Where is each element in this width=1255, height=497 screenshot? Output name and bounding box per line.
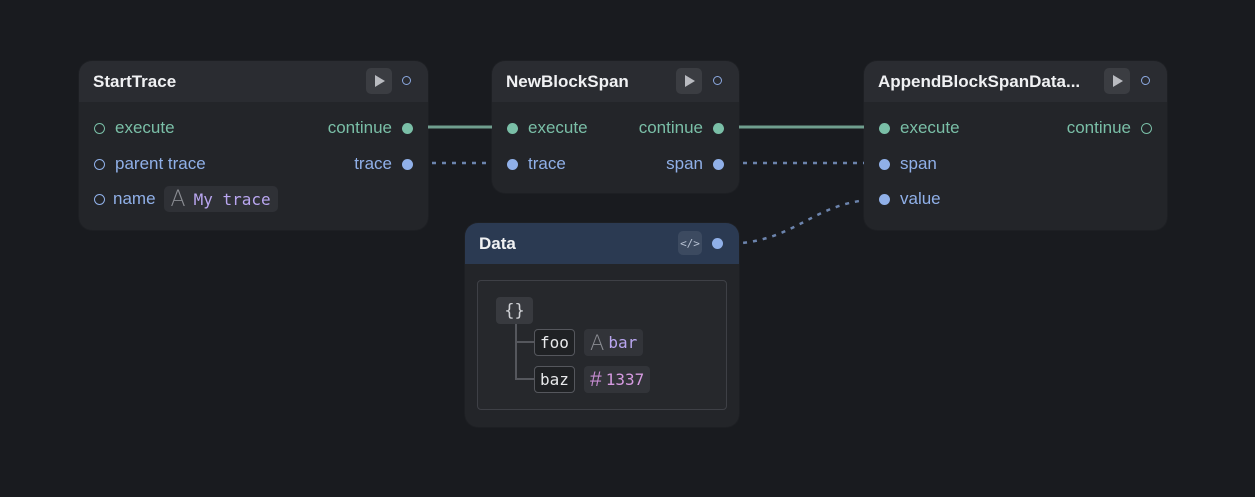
json-editor[interactable]: {} foo A bar baz # 1337 — [477, 280, 727, 410]
header-port[interactable] — [1141, 76, 1150, 85]
execute-input-label: execute — [528, 118, 588, 137]
execute-input-port[interactable] — [879, 122, 890, 134]
node-header[interactable]: Data </> — [465, 223, 739, 264]
header-port[interactable] — [713, 76, 722, 85]
span-output-port[interactable] — [713, 158, 724, 170]
continue-output-port[interactable] — [402, 122, 413, 134]
number-icon: # — [590, 367, 602, 391]
port-row: execute continue — [864, 116, 1167, 140]
port-row: execute continue — [492, 116, 739, 140]
node-title: NewBlockSpan — [506, 71, 629, 91]
node-header[interactable]: AppendBlockSpanData... — [864, 61, 1167, 102]
string-icon: A — [590, 330, 605, 355]
play-icon — [685, 75, 695, 87]
continue-output-label: continue — [327, 118, 392, 137]
start-trace-node[interactable]: StartTrace execute continue parent trace… — [79, 61, 428, 230]
node-title: StartTrace — [93, 71, 177, 91]
port-row: name A My trace — [79, 186, 428, 212]
tree-line — [515, 378, 534, 380]
parent-trace-input-port[interactable] — [94, 158, 105, 170]
trace-output-port[interactable] — [402, 158, 413, 170]
play-icon — [375, 75, 385, 87]
json-value-baz[interactable]: # 1337 — [584, 366, 651, 393]
continue-output-port[interactable] — [1141, 122, 1152, 134]
header-port[interactable] — [402, 76, 411, 85]
new-block-span-node[interactable]: NewBlockSpan execute continue trace span — [492, 61, 739, 193]
run-button[interactable] — [366, 68, 392, 94]
continue-output-label: continue — [638, 118, 703, 137]
json-value-number: 1337 — [605, 370, 645, 389]
span-output-label: span — [666, 154, 703, 173]
run-button[interactable] — [1104, 68, 1130, 94]
name-string-input[interactable]: A My trace — [163, 186, 278, 212]
value-input-port[interactable] — [879, 193, 890, 205]
trace-input-port[interactable] — [507, 158, 518, 170]
json-key-foo[interactable]: foo — [534, 329, 575, 356]
span-input-port[interactable] — [879, 158, 890, 170]
tree-line — [515, 324, 517, 379]
port-row: value — [864, 187, 1167, 211]
execute-input-label: execute — [900, 118, 960, 137]
node-header[interactable]: NewBlockSpan — [492, 61, 739, 102]
tree-line — [515, 341, 534, 343]
data-wire-value[interactable] — [722, 197, 886, 246]
json-value-foo[interactable]: A bar — [584, 329, 644, 356]
json-value-text: bar — [608, 333, 638, 352]
port-row: execute continue — [79, 116, 428, 140]
object-root[interactable]: {} — [496, 297, 533, 324]
parent-trace-input-label: parent trace — [115, 154, 206, 173]
json-key-baz[interactable]: baz — [534, 366, 575, 393]
node-title: Data — [479, 233, 516, 253]
node-header[interactable]: StartTrace — [79, 61, 428, 102]
string-icon: A — [170, 186, 186, 212]
trace-output-label: trace — [354, 154, 392, 173]
name-input-label: name — [113, 189, 156, 208]
code-icon[interactable]: </> — [678, 231, 702, 255]
execute-input-port[interactable] — [507, 122, 518, 134]
port-row: parent trace trace — [79, 152, 428, 176]
port-row: span — [864, 152, 1167, 176]
play-icon — [1113, 75, 1123, 87]
execute-input-label: execute — [115, 118, 175, 137]
continue-output-port[interactable] — [713, 122, 724, 134]
run-button[interactable] — [676, 68, 702, 94]
node-title: AppendBlockSpanData... — [878, 71, 1081, 91]
trace-input-label: trace — [528, 154, 566, 173]
name-value: My trace — [193, 189, 271, 209]
append-block-span-data-node[interactable]: AppendBlockSpanData... execute continue … — [864, 61, 1167, 230]
continue-output-label: continue — [1066, 118, 1131, 137]
name-input-port[interactable] — [94, 193, 105, 205]
execute-input-port[interactable] — [94, 122, 105, 134]
value-input-label: value — [900, 189, 941, 208]
port-row: trace span — [492, 152, 739, 176]
span-input-label: span — [900, 154, 937, 173]
data-output-port[interactable] — [712, 238, 723, 249]
data-node[interactable]: Data </> {} foo A bar baz # 1337 — [465, 223, 739, 427]
